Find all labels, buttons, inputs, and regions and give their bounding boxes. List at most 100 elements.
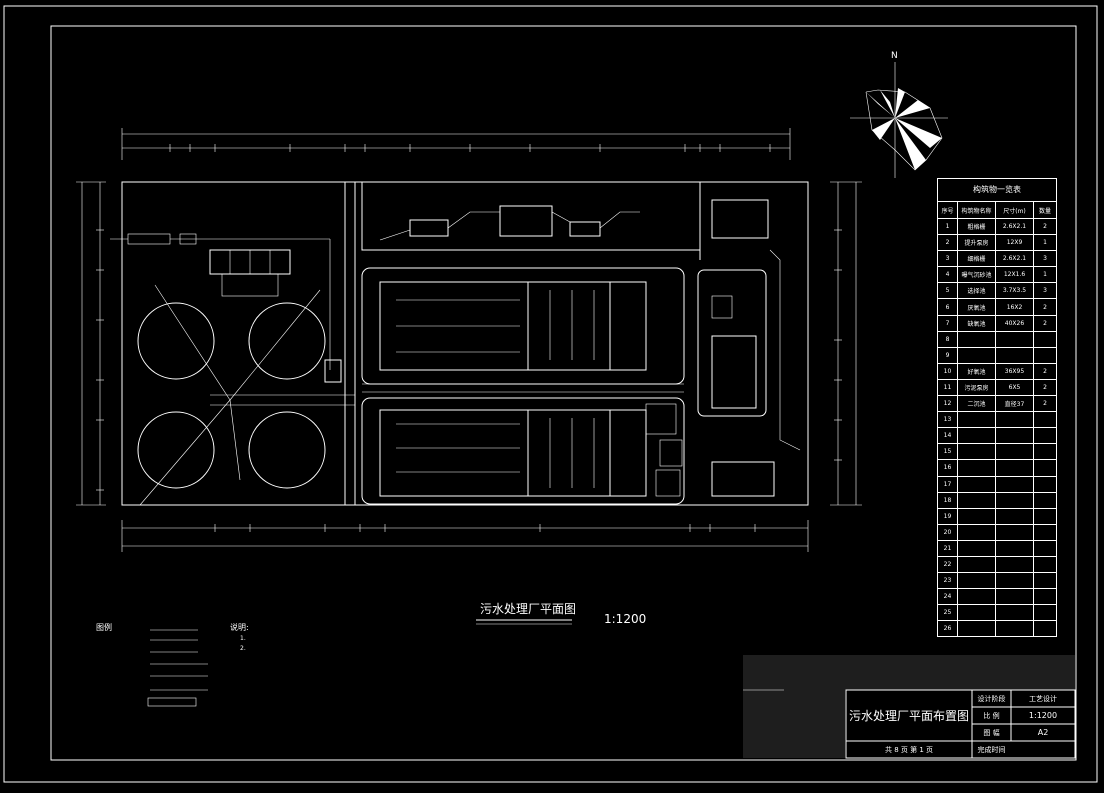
structure-table-title: 构筑物一览表: [938, 179, 1056, 202]
table-cell: [996, 573, 1034, 589]
drawing-scale: 1:1200: [604, 612, 646, 626]
table-row: 20: [938, 524, 1056, 541]
table-cell: [996, 605, 1034, 621]
title-block-sheet-info: 共 8 页 第 1 页: [884, 745, 934, 754]
table-cell: 22: [938, 556, 958, 573]
table-row: 21: [938, 540, 1056, 557]
title-block-row1-label: 设计阶段: [977, 694, 1006, 703]
table-cell: [996, 589, 1034, 605]
table-cell: [958, 621, 996, 637]
table-cell: 2: [938, 235, 958, 251]
table-cell: [958, 540, 996, 556]
table-cell: 污泥泵房: [958, 379, 996, 396]
outer-frame: [3, 5, 1098, 783]
table-cell: 3.7X3.5: [996, 283, 1034, 299]
legend-title: 图例: [96, 622, 112, 632]
table-cell: 3: [1043, 255, 1047, 263]
table-cell: 11: [938, 379, 958, 396]
table-cell: [958, 589, 996, 605]
tank-circle-1: [137, 302, 215, 380]
table-cell: [958, 347, 996, 363]
table-cell: 二沉池: [958, 396, 996, 412]
compass-label: N: [891, 51, 898, 61]
table-cell: [996, 347, 1034, 363]
right-zone: [697, 182, 801, 497]
table-cell: 2: [1043, 367, 1047, 375]
table-cell: [1034, 460, 1056, 475]
title-block-row2-label: 比 例: [983, 711, 1000, 720]
table-cell: [996, 444, 1034, 460]
table-cell: 2: [1043, 223, 1047, 231]
table-cell: [996, 621, 1034, 637]
table-cell: [1034, 348, 1056, 363]
drawing-title: 污水处理厂平面图: [480, 602, 576, 616]
table-row: 26: [938, 621, 1056, 637]
table-cell: [996, 524, 1034, 540]
table-row: 24: [938, 589, 1056, 606]
table-cell: 1: [1043, 271, 1047, 279]
table-cell: [958, 492, 996, 508]
table-cell: 1: [938, 219, 958, 235]
notes-label: 说明:: [230, 622, 249, 632]
table-cell: [996, 476, 1034, 492]
table-cell: [996, 412, 1034, 428]
table-cell: [958, 460, 996, 476]
table-cell: 10: [938, 363, 958, 379]
table-row: 16: [938, 460, 1056, 477]
table-cell: 曝气沉砂池: [958, 267, 996, 283]
title-block-completion-label: 完成时间: [977, 745, 1006, 754]
table-cell: 7: [938, 315, 958, 331]
table-cell: 40X26: [996, 315, 1034, 331]
table-row: 14: [938, 428, 1056, 445]
title-block-row2-value: 1:1200: [1028, 711, 1058, 720]
table-cell: [996, 540, 1034, 556]
table-cell: 19: [938, 508, 958, 524]
table-cell: 2: [1043, 383, 1047, 391]
table-cell: 2: [1043, 319, 1047, 327]
table-cell: [996, 556, 1034, 573]
table-cell: [958, 524, 996, 540]
table-cell: [958, 573, 996, 589]
table-cell: 12X1.6: [996, 267, 1034, 283]
table-cell: 2: [1043, 303, 1047, 311]
table-cell: 17: [938, 476, 958, 492]
table-row: 9: [938, 347, 1056, 364]
table-cell: 6X5: [996, 379, 1034, 396]
table-cell: [1034, 428, 1056, 443]
table-cell: 好氧池: [958, 363, 996, 379]
title-block-row3-label: 图 幅: [983, 728, 1000, 737]
site-boundary: [121, 181, 809, 506]
table-row: 18: [938, 492, 1056, 509]
table-cell: 16X2: [996, 299, 1034, 315]
table-cell: 21: [938, 540, 958, 556]
structure-table-header: 序号构筑物名称尺寸(m)数量: [938, 202, 1056, 219]
top-dimensions: [121, 128, 791, 160]
top-middle-structures: [361, 182, 701, 251]
table-cell: [958, 476, 996, 492]
title-block-row3-value: A2: [1037, 728, 1049, 737]
tank-circle-4: [248, 411, 326, 489]
table-cell: [996, 460, 1034, 476]
table-cell: 粗格栅: [958, 219, 996, 235]
left-zone: [110, 182, 356, 506]
table-cell: 18: [938, 492, 958, 508]
table-cell: 25: [938, 605, 958, 621]
note-line-1: 1.: [240, 635, 246, 642]
structure-table-header-cell: 构筑物名称: [958, 202, 996, 218]
note-line-2: 2.: [240, 645, 246, 652]
table-cell: [1034, 493, 1056, 508]
table-cell: 16: [938, 460, 958, 476]
table-cell: 12: [938, 396, 958, 412]
table-cell: 9: [938, 347, 958, 363]
table-cell: [1034, 557, 1056, 572]
structure-table-header-cell: 尺寸(m): [996, 202, 1034, 218]
table-cell: 12X9: [996, 235, 1034, 251]
